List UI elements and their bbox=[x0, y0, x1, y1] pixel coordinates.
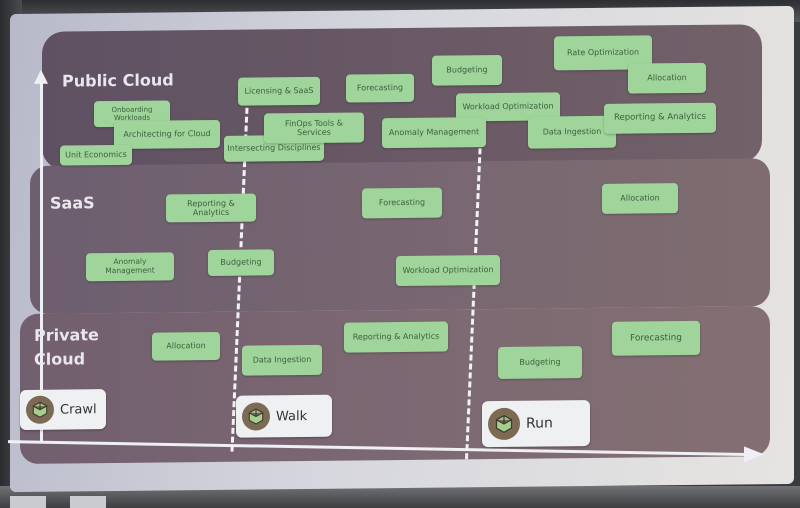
seat-shape bbox=[70, 496, 106, 508]
y-axis bbox=[40, 81, 43, 442]
capability-data-ingestion-public: Data Ingestion bbox=[528, 115, 616, 149]
capability-allocation-private: Allocation bbox=[152, 331, 220, 361]
zone-label-saas: SaaS bbox=[50, 193, 95, 213]
seat-shape bbox=[10, 496, 46, 508]
capability-reporting-analytics-saas: Reporting & Analytics bbox=[166, 193, 256, 223]
stage-label-crawl: Crawl bbox=[60, 401, 97, 418]
audience-seats bbox=[0, 496, 800, 508]
capability-anomaly-management-public: Anomaly Management bbox=[382, 117, 486, 149]
cube-icon bbox=[26, 395, 54, 424]
capability-reporting-analytics-private: Reporting & Analytics bbox=[344, 321, 448, 353]
capability-allocation-saas: Allocation bbox=[602, 183, 678, 214]
capability-anomaly-management-saas: Anomaly Management bbox=[86, 252, 174, 282]
cube-icon bbox=[488, 407, 520, 441]
zone-label-public-cloud: Public Cloud bbox=[62, 70, 174, 91]
zone-label-private-line2: Cloud bbox=[34, 349, 86, 369]
saas-band bbox=[30, 158, 770, 314]
stage-label-run: Run bbox=[526, 415, 553, 432]
stage-badge-walk: Walk bbox=[236, 394, 332, 438]
capability-forecasting-public: Forecasting bbox=[346, 73, 414, 103]
x-axis-arrowhead bbox=[744, 446, 764, 463]
capability-forecasting-private: Forecasting bbox=[612, 320, 700, 356]
capability-unit-economics: Unit Economics bbox=[60, 144, 132, 166]
capability-allocation-public: Allocation bbox=[628, 62, 706, 94]
projection-screen: Public Cloud SaaS Private Cloud Onboardi… bbox=[7, 5, 794, 493]
zone-label-private-line1: Private bbox=[34, 325, 99, 345]
capability-workload-optimization-saas: Workload Optimization bbox=[396, 254, 500, 287]
stage-badge-run: Run bbox=[482, 400, 590, 448]
capability-licensing-saas: Licensing & SaaS bbox=[238, 76, 320, 106]
stage-badge-crawl: Crawl bbox=[20, 389, 106, 431]
capability-reporting-analytics-public: Reporting & Analytics bbox=[604, 102, 716, 134]
capability-forecasting-saas: Forecasting bbox=[362, 187, 442, 219]
zone-label-private-cloud: Private Cloud bbox=[34, 323, 99, 372]
capability-budgeting-saas: Budgeting bbox=[208, 249, 274, 277]
room-floor bbox=[0, 486, 800, 508]
y-axis-arrowhead bbox=[34, 69, 48, 84]
capability-budgeting-public: Budgeting bbox=[432, 54, 502, 86]
stage-label-walk: Walk bbox=[276, 408, 308, 424]
capability-budgeting-private: Budgeting bbox=[498, 346, 582, 379]
capability-finops-tools-services: FinOps Tools & Services bbox=[264, 112, 364, 144]
cube-icon bbox=[242, 402, 270, 431]
capability-data-ingestion-private: Data Ingestion bbox=[242, 344, 322, 376]
